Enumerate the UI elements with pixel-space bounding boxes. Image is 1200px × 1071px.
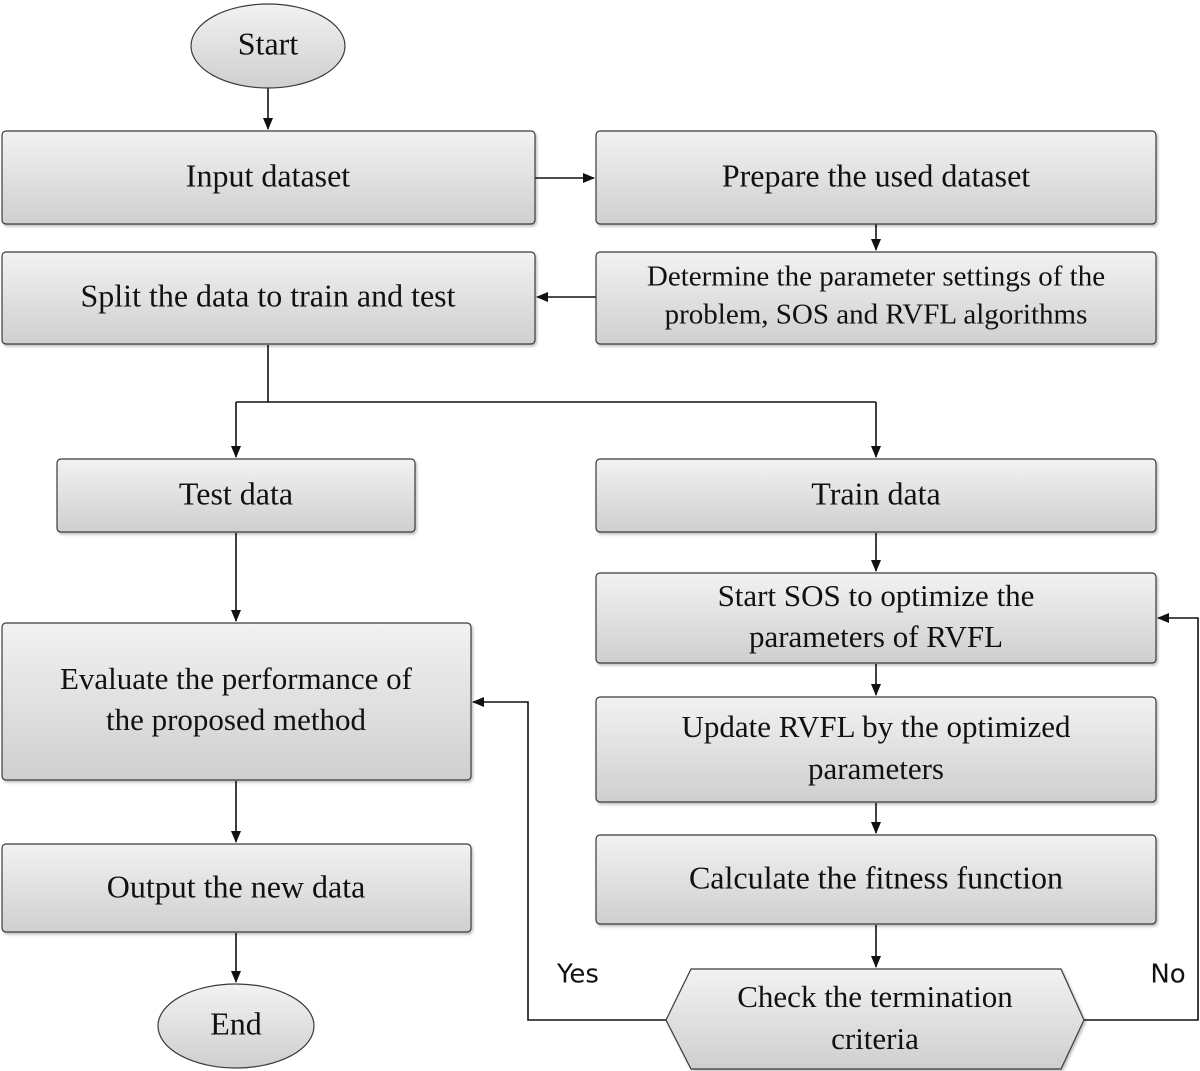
evaluate-performance-box: Evaluate the performance of the proposed… bbox=[1, 622, 472, 781]
start-sos-box: Start SOS to optimize the parameters of … bbox=[595, 572, 1157, 664]
arrow-no-to-startsos bbox=[1084, 613, 1199, 1021]
prepare-dataset-box: Prepare the used dataset bbox=[595, 130, 1157, 225]
arrow-yes-to-evaluate bbox=[472, 697, 666, 1021]
split-data-box: Split the data to train and test bbox=[1, 251, 536, 345]
start-sos-line1: Start SOS to optimize the bbox=[718, 578, 1035, 613]
train-data-label: Train data bbox=[811, 475, 940, 511]
check-termination-node: Check the termination criteria bbox=[665, 968, 1085, 1070]
evaluate-performance-line1: Evaluate the performance of bbox=[60, 661, 413, 696]
start-label: Start bbox=[238, 25, 299, 61]
update-rvfl-box: Update RVFL by the optimized parameters bbox=[595, 696, 1157, 803]
test-data-box: Test data bbox=[56, 458, 416, 533]
yes-edge-label: Yes bbox=[556, 960, 599, 990]
no-edge-label: No bbox=[1150, 960, 1185, 990]
split-data-label: Split the data to train and test bbox=[80, 277, 455, 313]
input-dataset-box: Input dataset bbox=[1, 130, 536, 225]
output-data-label: Output the new data bbox=[107, 868, 366, 904]
check-termination-line2: criteria bbox=[831, 1021, 919, 1056]
end-node: End bbox=[157, 983, 315, 1069]
start-node: Start bbox=[190, 3, 346, 89]
test-data-label: Test data bbox=[179, 475, 293, 511]
output-data-box: Output the new data bbox=[1, 843, 472, 933]
input-dataset-label: Input dataset bbox=[186, 157, 351, 193]
determine-parameters-line2: problem, SOS and RVFL algorithms bbox=[665, 299, 1088, 331]
start-sos-line2: parameters of RVFL bbox=[749, 619, 1003, 654]
connectors bbox=[236, 88, 1199, 1021]
calculate-fitness-box: Calculate the fitness function bbox=[595, 834, 1157, 925]
end-label: End bbox=[210, 1005, 262, 1041]
train-data-box: Train data bbox=[595, 458, 1157, 533]
prepare-dataset-label: Prepare the used dataset bbox=[722, 157, 1030, 193]
evaluate-performance-line2: the proposed method bbox=[106, 702, 367, 737]
arrow-branch-to-test bbox=[236, 401, 876, 457]
update-rvfl-line1: Update RVFL by the optimized bbox=[682, 709, 1071, 744]
calculate-fitness-label: Calculate the fitness function bbox=[689, 859, 1063, 895]
check-termination-line1: Check the termination bbox=[737, 979, 1013, 1014]
determine-parameters-box: Determine the parameter settings of the … bbox=[595, 251, 1157, 345]
update-rvfl-line2: parameters bbox=[808, 751, 944, 786]
determine-parameters-line1: Determine the parameter settings of the bbox=[647, 261, 1105, 293]
